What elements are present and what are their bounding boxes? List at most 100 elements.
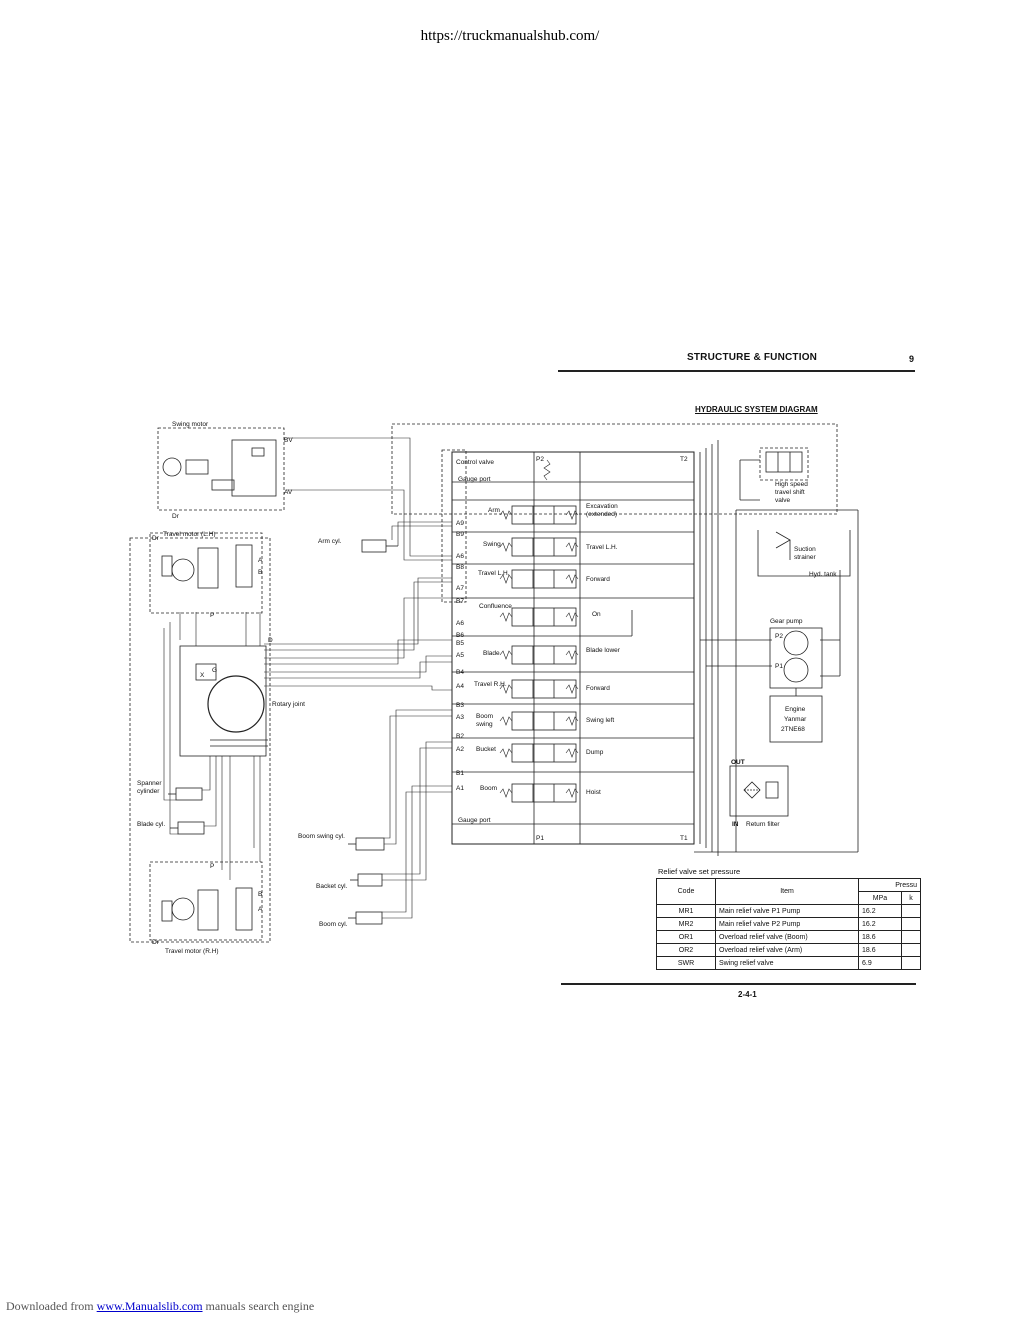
dashed-frames [129,423,838,943]
source-url: https://truckmanualshub.com/ [420,28,600,44]
diagram-title: HYDRAULIC SYSTEM DIAGRAM [695,405,818,414]
label-rotary-joint: Rotary joint [272,701,305,708]
label-p-port-lh: P [210,612,214,619]
cell-mpa: 16.2 [858,904,902,918]
table-row: MR2 Main relief valve P2 Pump 16.2 [656,917,921,931]
label-bv: BV [284,437,293,444]
cell-item: Overload relief valve (Arm) [715,943,859,957]
fn-travel-lh: Travel L.H. [586,544,618,551]
label-hyd-tank: Hyd. tank [809,571,837,578]
label-engine-3: 2TNE68 [781,726,805,733]
cell-kg [901,930,921,944]
manualslib-link[interactable]: www.Manualslib.com [96,1299,203,1313]
port-a6-upper: A6 [456,553,464,560]
label-in: IN [732,821,739,828]
label-a-port-rh: A [258,906,263,913]
diagram-labels: Swing motor BV AV Dr Travel motor (L.H) … [137,421,837,955]
cell-kg [901,904,921,918]
label-spanner-2: cylinder [137,788,160,795]
section-travel-rh: Travel R.H. [474,681,507,688]
table-row: OR1 Overload relief valve (Boom) 18.6 [656,930,921,944]
port-b9: B9 [456,531,464,538]
label-suction-2: strainer [794,554,817,561]
page-marker: 9 [909,354,915,364]
cell-mpa: 18.6 [858,930,902,944]
travel-motor-lh-symbol [161,544,253,589]
hose-lines [163,437,452,919]
label-dr-1: Dr [172,513,180,520]
port-a4: A4 [456,683,464,690]
swing-motor-symbol [162,439,277,497]
label-t2: T2 [680,456,688,463]
springs [499,459,579,798]
label-arm-cyl: Arm cyl. [318,538,342,545]
cell-mpa: 6.9 [858,956,902,970]
label-pump-p2: P2 [775,633,783,640]
section-confluence: Confluence [479,603,512,610]
label-boom-swing-cyl: Boom swing cyl. [298,833,345,840]
label-high-speed-3: valve [775,497,791,504]
label-p1: P1 [536,835,544,842]
port-a2: A2 [456,746,464,753]
label-pump-p1: P1 [775,663,783,670]
col-item: Item [715,878,859,905]
travel-motor-lh-frame [149,532,263,614]
table-row: SWR Swing relief valve 6.9 [656,956,921,970]
port-b6: B6 [456,632,464,639]
section-boom-swing-1: Boom [476,713,493,720]
label-g-rj: G [212,667,217,674]
section-boom-swing-2: swing [476,721,493,728]
fn-blade-lower: Blade lower [586,647,621,654]
port-b8: B8 [456,564,464,571]
cell-code: MR1 [656,904,716,918]
label-gauge-port-top: Gauge port [458,476,491,483]
port-b2: B2 [456,733,464,740]
port-a1: A1 [456,785,464,792]
travel-motor-rh-symbol [161,887,253,931]
section-blade: Blade [483,650,500,657]
section-travel-lh: Travel L.H. [478,570,510,577]
download-footer: Downloaded from www.Manualslib.com manua… [6,1299,314,1314]
label-b-port-lh: B [258,569,262,576]
label-dr-2: Dr [152,535,160,542]
section-boom: Boom [480,785,497,792]
port-a9: A9 [456,520,464,527]
fn-on: On [592,611,601,618]
cell-code: MR2 [656,917,716,931]
label-control-valve: Control valve [456,459,494,466]
relief-valve-table: Code Item Pressu MPa k MR1 Main relief v… [656,878,921,970]
footer-rule [561,983,916,985]
label-boom-cyl: Boom cyl. [319,921,348,928]
section-bucket: Bucket [476,746,496,753]
gear-pump [769,627,823,696]
cell-item: Main relief valve P2 Pump [715,917,859,931]
hs-valve-frame [759,447,809,481]
fn-hoist: Hoist [586,789,601,796]
label-d-port: D [268,637,273,644]
label-p2: P2 [536,456,544,463]
cell-item: Swing relief valve [715,956,859,970]
cell-item: Overload relief valve (Boom) [715,930,859,944]
col-code: Code [656,878,716,905]
label-bucket-cyl: Backet cyl. [316,883,348,890]
return-filter [729,765,789,817]
section-header: STRUCTURE & FUNCTION [687,352,818,363]
relief-table-title: Relief valve set pressure [658,867,741,876]
cell-code: OR2 [656,943,716,957]
fn-excavation-1: Excavation [586,503,618,510]
label-return-filter: Return filter [746,821,780,828]
port-a6-lower: A6 [456,620,464,627]
label-p-port-rh: P [210,863,214,870]
cell-mpa: 16.2 [858,917,902,931]
label-suction-1: Suction [794,546,816,553]
label-engine-1: Engine [785,706,806,713]
header-rule [558,370,915,372]
port-b5: B5 [456,640,464,647]
port-a5: A5 [456,652,464,659]
col-mpa: MPa [858,891,902,905]
section-swing: Swing [483,541,501,548]
cell-mpa: 18.6 [858,943,902,957]
label-blade-cyl: Blade cyl. [137,821,165,828]
travel-motor-rh-frame [149,861,263,941]
